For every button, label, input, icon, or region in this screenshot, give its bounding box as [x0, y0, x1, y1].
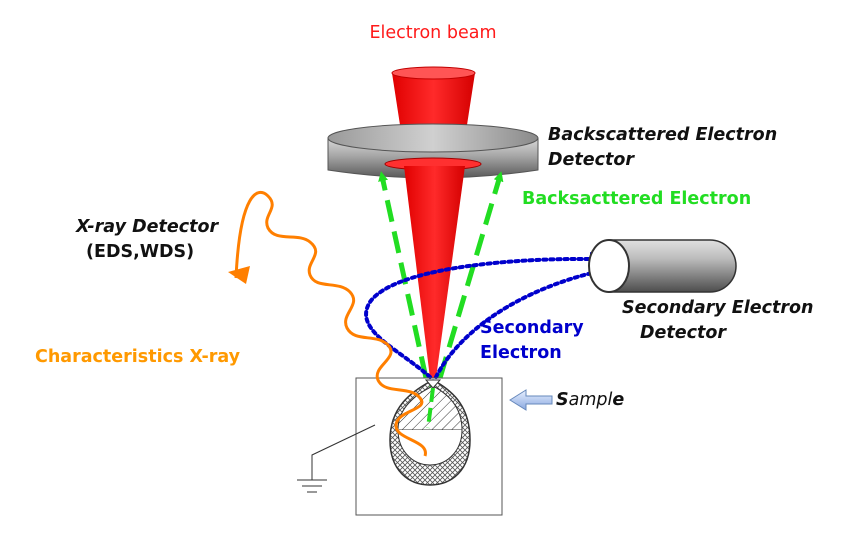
- sample-box: [355, 377, 503, 516]
- sample-label-mid: ampl: [569, 390, 613, 410]
- interaction-volume: [389, 379, 471, 486]
- secondary-electron-paths: [364, 256, 598, 379]
- characteristic-xray-label: Characteristics X-ray: [35, 347, 241, 367]
- bse-detector-label-2: Detector: [548, 150, 635, 170]
- se-detector-label-2: Detector: [640, 323, 727, 343]
- bse-detector-label-1: Backscattered Electron: [548, 125, 777, 145]
- se-detector-label-1: Secondary Electron: [622, 298, 813, 318]
- characteristic-xray-path: [234, 191, 427, 457]
- backscattered-electron-label: Backsacttered Electron: [522, 189, 751, 209]
- sample-label: Sample: [556, 390, 624, 410]
- sample-label-s: S: [556, 390, 569, 410]
- secondary-electron-detector: [588, 239, 737, 293]
- backscattered-electron-detector: [327, 123, 539, 179]
- xray-detector-label-2: (EDS,WDS): [86, 242, 194, 262]
- electron-beam: [391, 66, 476, 138]
- arrow-right-icon: [509, 389, 553, 411]
- xray-detector-label-1: X-ray Detector: [75, 217, 219, 237]
- sample-label-e: e: [612, 390, 624, 410]
- electron-beam-label: Electron beam: [370, 23, 497, 43]
- ground-icon: [297, 424, 376, 493]
- secondary-electron-label-2: Electron: [480, 343, 562, 363]
- secondary-electron-label-1: Secondary: [480, 318, 584, 338]
- xray-arrowhead: [228, 266, 250, 284]
